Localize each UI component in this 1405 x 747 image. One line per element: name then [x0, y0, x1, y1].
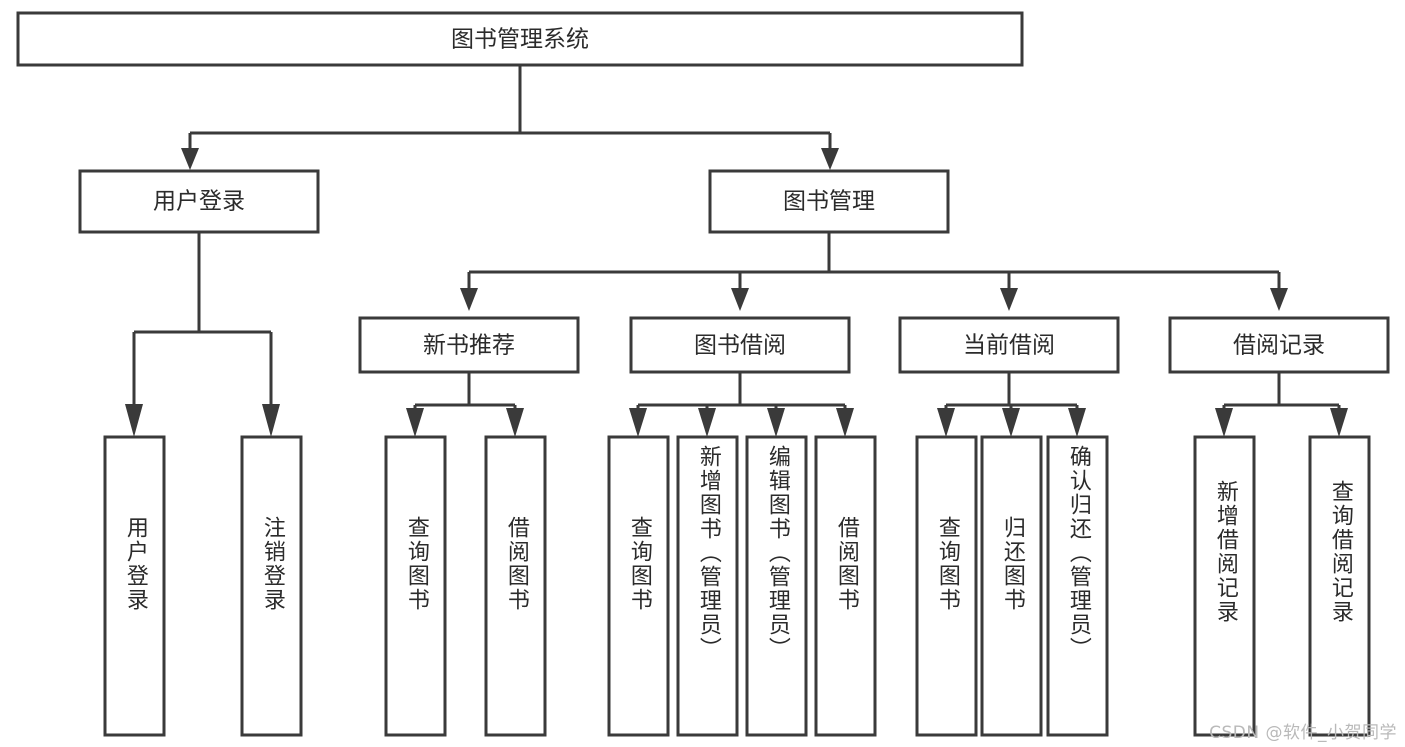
arrow-head-icon: [406, 408, 424, 437]
leaf-box-query-book-1[interactable]: [384, 435, 447, 737]
leaf-box-borrow-book-2[interactable]: [814, 435, 877, 737]
arrow-head-icon: [836, 408, 854, 437]
node-new-book-rec-box[interactable]: [358, 316, 580, 374]
arrow-head-icon: [731, 288, 749, 311]
node-new-book-rec-label: 新书推荐: [423, 333, 515, 359]
leaf-box-edit-book[interactable]: [745, 435, 808, 737]
leaf-box-confirm-return[interactable]: [1046, 435, 1109, 737]
arrow-head-icon: [506, 408, 524, 437]
node-current-borrow-label: 当前借阅: [963, 333, 1055, 359]
node-book-borrow-box[interactable]: [629, 316, 851, 374]
node-user-login[interactable]: 用户登录: [78, 169, 320, 234]
node-book-borrow-label: 图书借阅: [694, 333, 786, 359]
node-borrow-record-label: 借阅记录: [1233, 333, 1325, 359]
arrow-head-icon: [1000, 288, 1018, 311]
arrow-head-icon: [125, 404, 143, 437]
arrow-head-icon: [460, 288, 478, 311]
leaf-box-query-book-2[interactable]: [607, 435, 670, 737]
arrow-head-icon: [767, 408, 785, 437]
connector-borrowrecord-to-leaves: [1215, 372, 1348, 437]
leaf-box-user-login[interactable]: [103, 435, 166, 737]
leaf-box-add-book[interactable]: [676, 435, 739, 737]
connector-newbookrec-to-leaves: [406, 372, 524, 437]
arrow-head-icon: [1215, 408, 1233, 437]
arrow-head-icon: [1270, 288, 1288, 311]
connector-bookmanage-to-level3: [460, 232, 1288, 311]
arrow-head-icon: [181, 148, 199, 170]
node-book-borrow[interactable]: 图书借阅: [629, 316, 851, 374]
node-borrow-record[interactable]: 借阅记录: [1168, 316, 1390, 374]
node-new-book-rec[interactable]: 新书推荐: [358, 316, 580, 374]
node-user-login-box[interactable]: [78, 169, 320, 234]
arrow-head-icon: [629, 408, 647, 437]
arrow-head-icon: [1068, 408, 1086, 437]
leaf-box-query-book-3[interactable]: [915, 435, 978, 737]
arrow-head-icon: [821, 148, 839, 170]
leaf-box-borrow-book-1[interactable]: [484, 435, 547, 737]
node-user-login-label: 用户登录: [153, 189, 245, 215]
node-borrow-record-box[interactable]: [1168, 316, 1390, 374]
node-book-manage[interactable]: 图书管理: [708, 169, 950, 234]
connector-userlogin-to-leaves: [125, 232, 280, 437]
leaf-box-query-record[interactable]: [1308, 435, 1371, 737]
leaf-box-add-record[interactable]: [1193, 435, 1256, 737]
node-current-borrow-box[interactable]: [898, 316, 1120, 374]
node-book-manage-box[interactable]: [708, 169, 950, 234]
connector-bookborrow-to-leaves: [629, 372, 854, 437]
leaf-box-return-book[interactable]: [980, 435, 1043, 737]
connector-root-to-level2: [181, 65, 839, 170]
node-root[interactable]: 图书管理系统: [16, 11, 1024, 67]
connector-currentborrow-to-leaves: [937, 372, 1086, 437]
arrow-head-icon: [937, 408, 955, 437]
leaf-box-user-logout[interactable]: [240, 435, 303, 737]
node-root-box[interactable]: [16, 11, 1024, 67]
node-current-borrow[interactable]: 当前借阅: [898, 316, 1120, 374]
node-root-label: 图书管理系统: [451, 27, 589, 53]
node-book-manage-label: 图书管理: [783, 189, 875, 215]
arrow-head-icon: [698, 408, 716, 437]
arrow-head-icon: [262, 404, 280, 437]
watermark-text: CSDN @软件_小贺同学: [1209, 723, 1397, 743]
arrow-head-icon: [1002, 408, 1020, 437]
arrow-head-icon: [1330, 408, 1348, 437]
